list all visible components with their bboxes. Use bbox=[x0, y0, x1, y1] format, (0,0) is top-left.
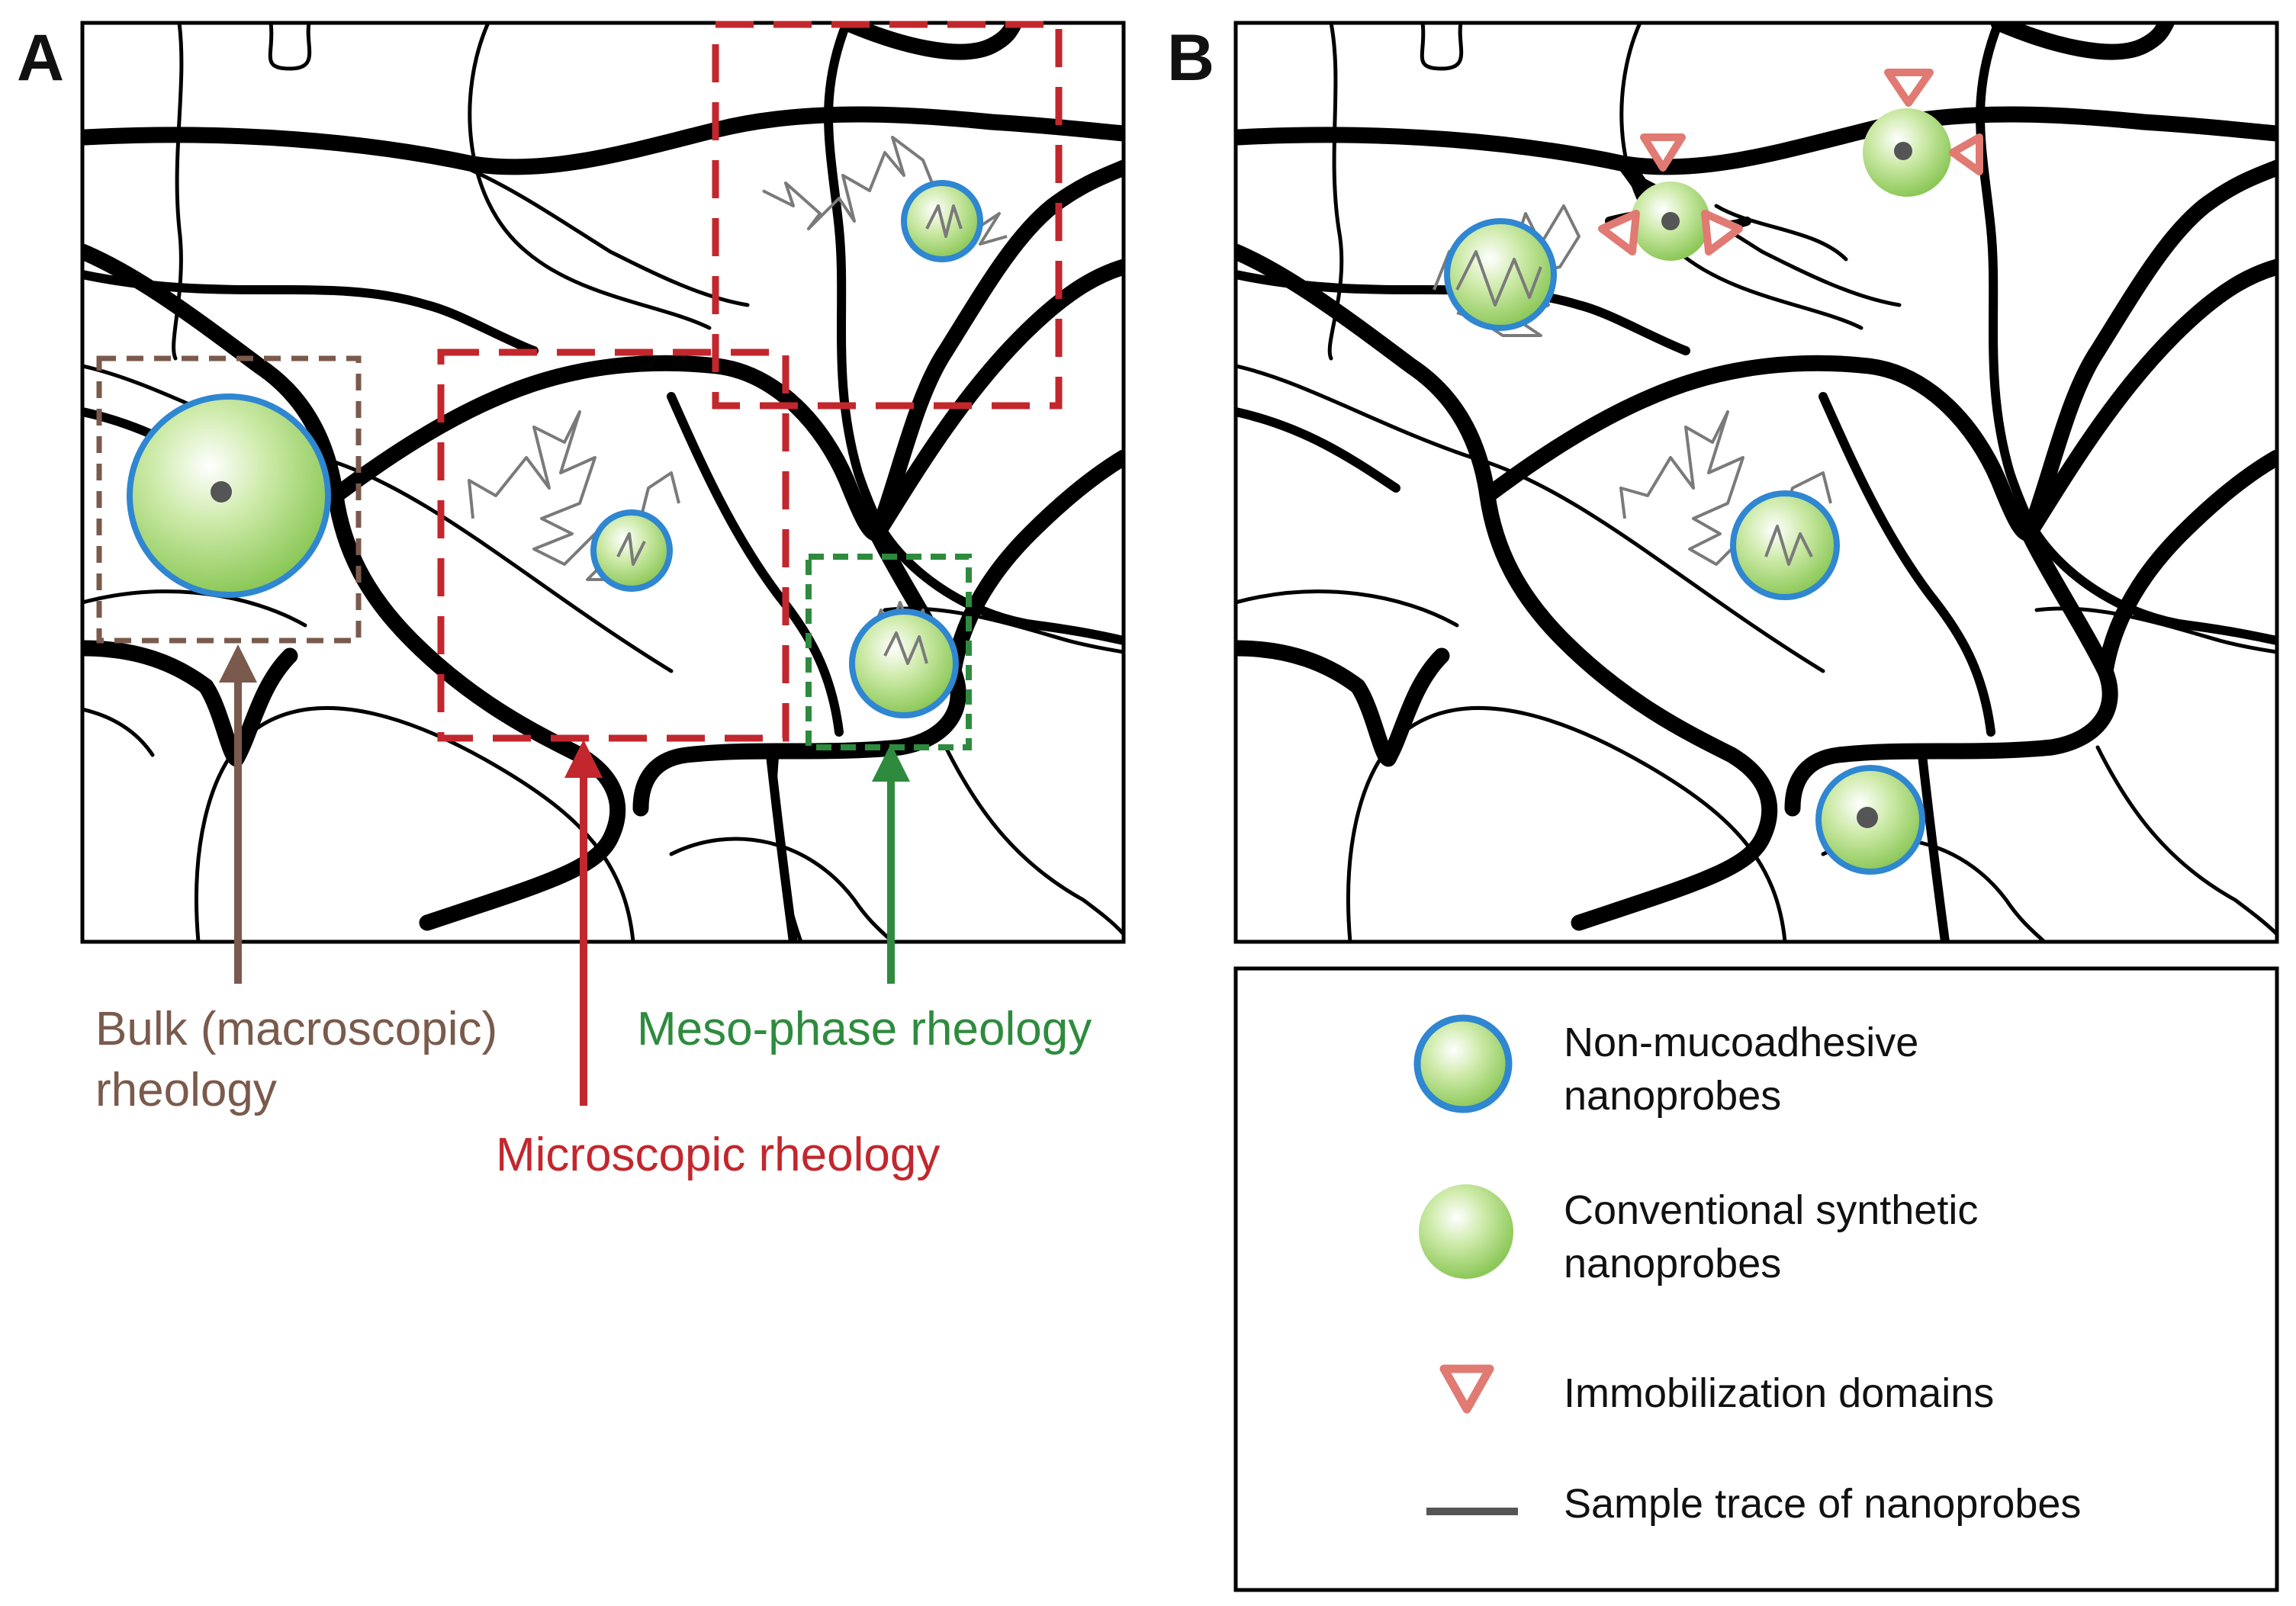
legend-label: Sample trace of nanoprobes bbox=[1564, 1481, 2081, 1527]
nanoprobe-trace bbox=[883, 631, 928, 665]
panel-b bbox=[1233, 21, 2279, 944]
mesophase-region-box bbox=[806, 554, 972, 750]
nanoprobe-trace bbox=[616, 532, 646, 566]
microscopic-rheology-label: Microscopic rheology bbox=[496, 1129, 940, 1181]
legend: Non-mucoadhesive nanoprobes Conventional… bbox=[1233, 966, 2279, 1592]
non-mucoadhesive-nanoprobe bbox=[1815, 765, 1925, 875]
bulk-rheology-label: Bulk (macroscopic) bbox=[95, 1003, 497, 1055]
microscopic-region-box bbox=[437, 349, 789, 742]
panel-b-label: B bbox=[1167, 21, 1214, 95]
non-mucoadhesive-nanoprobe bbox=[1444, 218, 1557, 331]
mesophase-rheology-label: Meso-phase rheology bbox=[637, 1003, 1092, 1055]
legend-item-trace: Sample trace of nanoprobes bbox=[1426, 1481, 2081, 1527]
non-mucoadhesive-nanoprobe bbox=[849, 609, 959, 718]
bulk-region-box bbox=[96, 355, 362, 644]
non-mucoadhesive-nanoprobe-icon bbox=[1413, 1014, 1513, 1113]
legend-item-non-mucoadhesive: Non-mucoadhesive nanoprobes bbox=[1413, 1014, 1918, 1119]
panel-a: Bulk (macroscopic) rheology Microscopic … bbox=[80, 21, 1126, 1181]
legend-item-immobilization: Immobilization domains bbox=[1439, 1364, 1994, 1416]
nanoprobe-trace bbox=[1764, 525, 1813, 566]
legend-label: Conventional synthetic bbox=[1564, 1187, 1978, 1233]
conventional-nanoprobe bbox=[1631, 181, 1710, 261]
immobilization-domains bbox=[1598, 69, 1983, 255]
legend-label: nanoprobes bbox=[1564, 1241, 1781, 1286]
nanoprobe-trace bbox=[925, 204, 963, 238]
conventional-nanoprobe-icon bbox=[1419, 1184, 1513, 1279]
bulk-rheology-label-2: rheology bbox=[95, 1064, 277, 1116]
immobilization-triangle-icon bbox=[1439, 1364, 1494, 1414]
microscopic-region-box bbox=[712, 21, 1063, 410]
legend-frame bbox=[1233, 966, 2279, 1592]
legend-label: Immobilization domains bbox=[1564, 1370, 1994, 1416]
legend-label: Non-mucoadhesive bbox=[1564, 1020, 1918, 1065]
conventional-nanoprobe bbox=[1863, 108, 1951, 197]
nanoprobe-trace bbox=[1455, 250, 1542, 307]
non-mucoadhesive-nanoprobe bbox=[127, 393, 331, 598]
legend-label: nanoprobes bbox=[1564, 1073, 1781, 1119]
legend-item-conventional: Conventional synthetic nanoprobes bbox=[1419, 1184, 1978, 1286]
panel-a-label: A bbox=[17, 21, 64, 95]
non-mucoadhesive-nanoprobe bbox=[1730, 490, 1840, 600]
